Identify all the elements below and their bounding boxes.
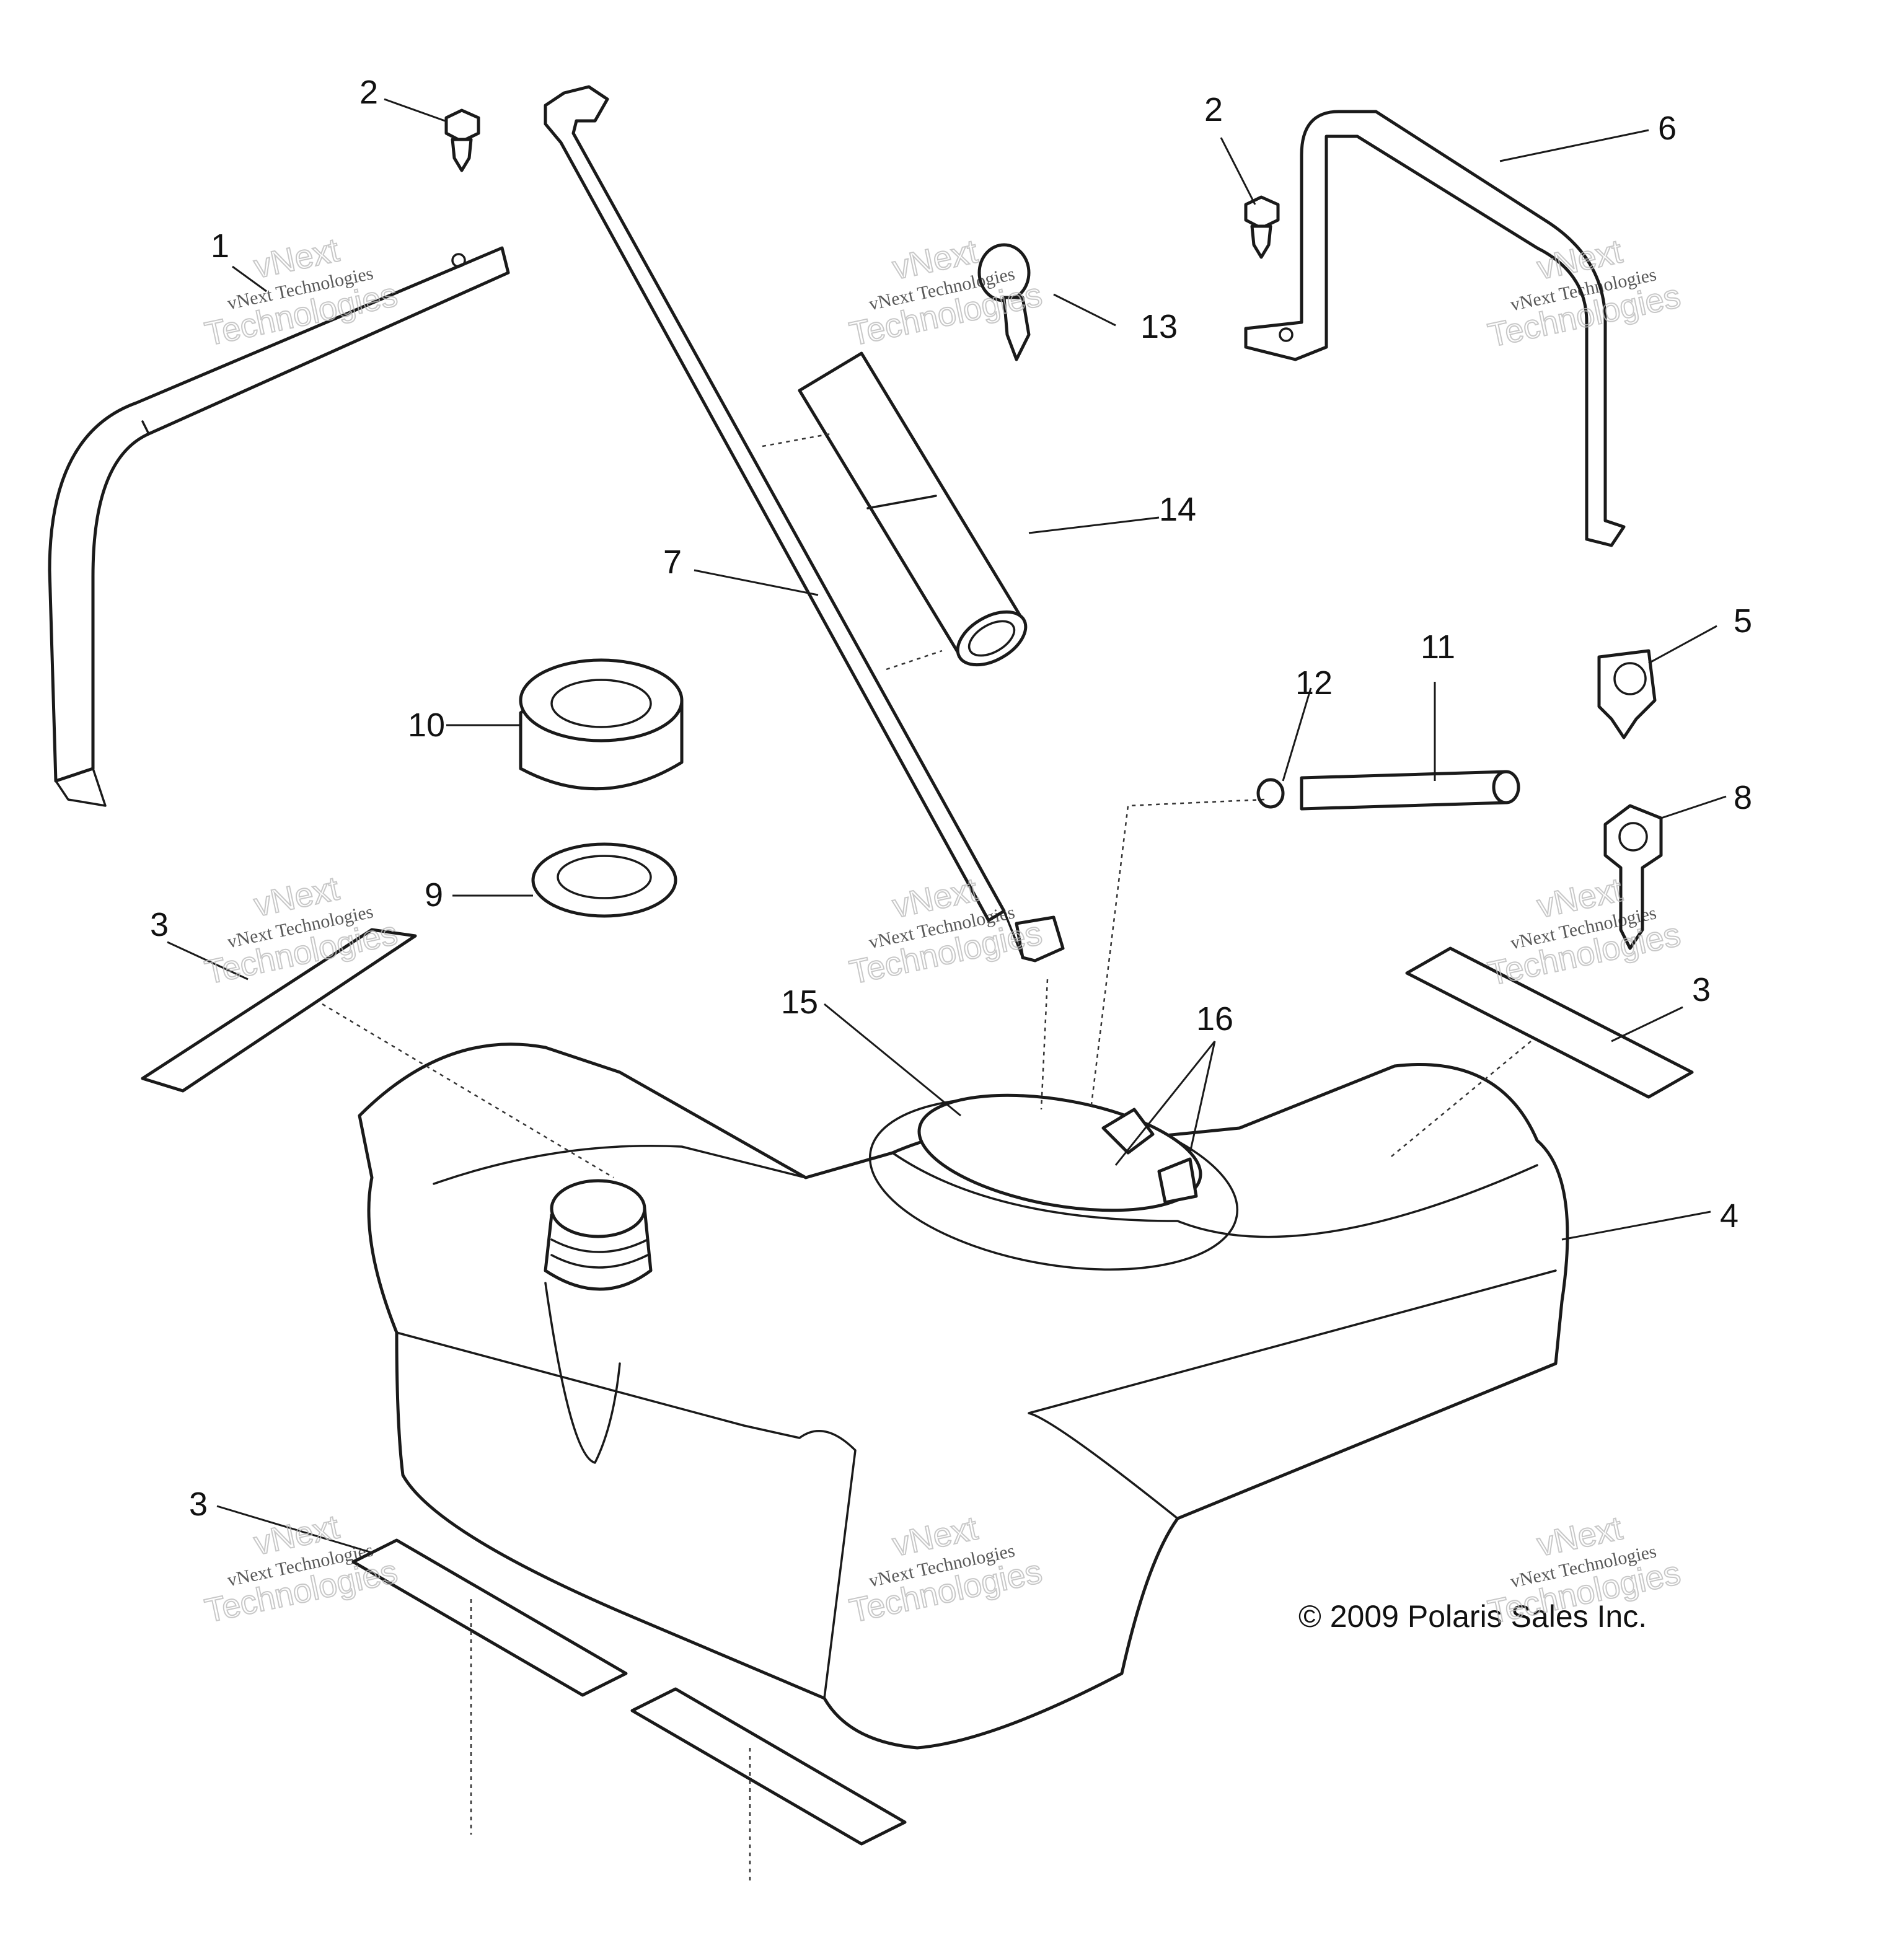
callout-2-left: 2: [359, 74, 378, 111]
callout-12: 12: [1295, 664, 1333, 702]
assembly-guide-lines: [322, 433, 1532, 1884]
pad-3-bottom-b: [630, 1687, 907, 1846]
pad-3-left: [141, 928, 417, 1093]
watermark: vNext Technologies vNext Technologies: [201, 869, 402, 992]
callout-14: 14: [1159, 491, 1196, 528]
callout-8: 8: [1734, 779, 1752, 816]
watermark: vNext Technologies vNext Technologies: [1484, 870, 1685, 993]
callout-2-right: 2: [1204, 91, 1223, 128]
hose-sleeve: [798, 351, 1028, 667]
bolt-left: [444, 108, 480, 172]
fuel-tank: [358, 1042, 1569, 1750]
callout-11: 11: [1421, 628, 1455, 666]
callout-7: 7: [663, 544, 682, 581]
vent-hose: [544, 85, 1065, 963]
clip-5: [1597, 649, 1657, 739]
leader-lines: [167, 98, 1727, 1554]
callout-9: 9: [425, 876, 443, 914]
callout-3-right: 3: [1692, 971, 1711, 1008]
callout-4: 4: [1720, 1197, 1739, 1235]
clip-8: [1603, 804, 1663, 950]
watermark: vNext Technologies vNext Technologies: [1484, 1509, 1685, 1631]
watermark: vNext Technologies vNext Technologies: [846, 870, 1046, 992]
tank-strap-right: [1244, 110, 1626, 547]
copyright-notice: © 2009 Polaris Sales Inc.: [1298, 1599, 1647, 1634]
pad-3-bottom-a: [351, 1538, 628, 1697]
callout-1: 1: [211, 227, 229, 265]
callout-3-left: 3: [150, 906, 169, 943]
cap-seal-ring: [531, 842, 677, 918]
watermarks: vNext Technologies vNext Technologies vN…: [201, 231, 1685, 1631]
pad-3-right: [1405, 946, 1694, 1099]
callout-16: 16: [1196, 1000, 1233, 1038]
callout-15: 15: [781, 984, 818, 1021]
fuel-cap: [519, 658, 684, 791]
watermark: vNext Technologies vNext Technologies: [1484, 232, 1685, 355]
callout-5: 5: [1734, 602, 1752, 640]
hose-clamp-13: [977, 243, 1031, 361]
hose-11: [1300, 770, 1520, 811]
callout-labels: 1 2 2 3 3 3 4 5 6 7 8 9 10 11 12 13 14 1…: [150, 74, 1752, 1523]
callout-10: 10: [408, 707, 445, 744]
callout-6: 6: [1658, 110, 1677, 147]
bolt-right: [1244, 195, 1280, 259]
watermark: vNext Technologies vNext Technologies: [201, 1507, 402, 1630]
callout-3-bottom: 3: [189, 1486, 208, 1523]
callout-13: 13: [1140, 308, 1178, 345]
hose-clamp-12: [1256, 778, 1285, 809]
tank-strap-left: [48, 246, 510, 807]
